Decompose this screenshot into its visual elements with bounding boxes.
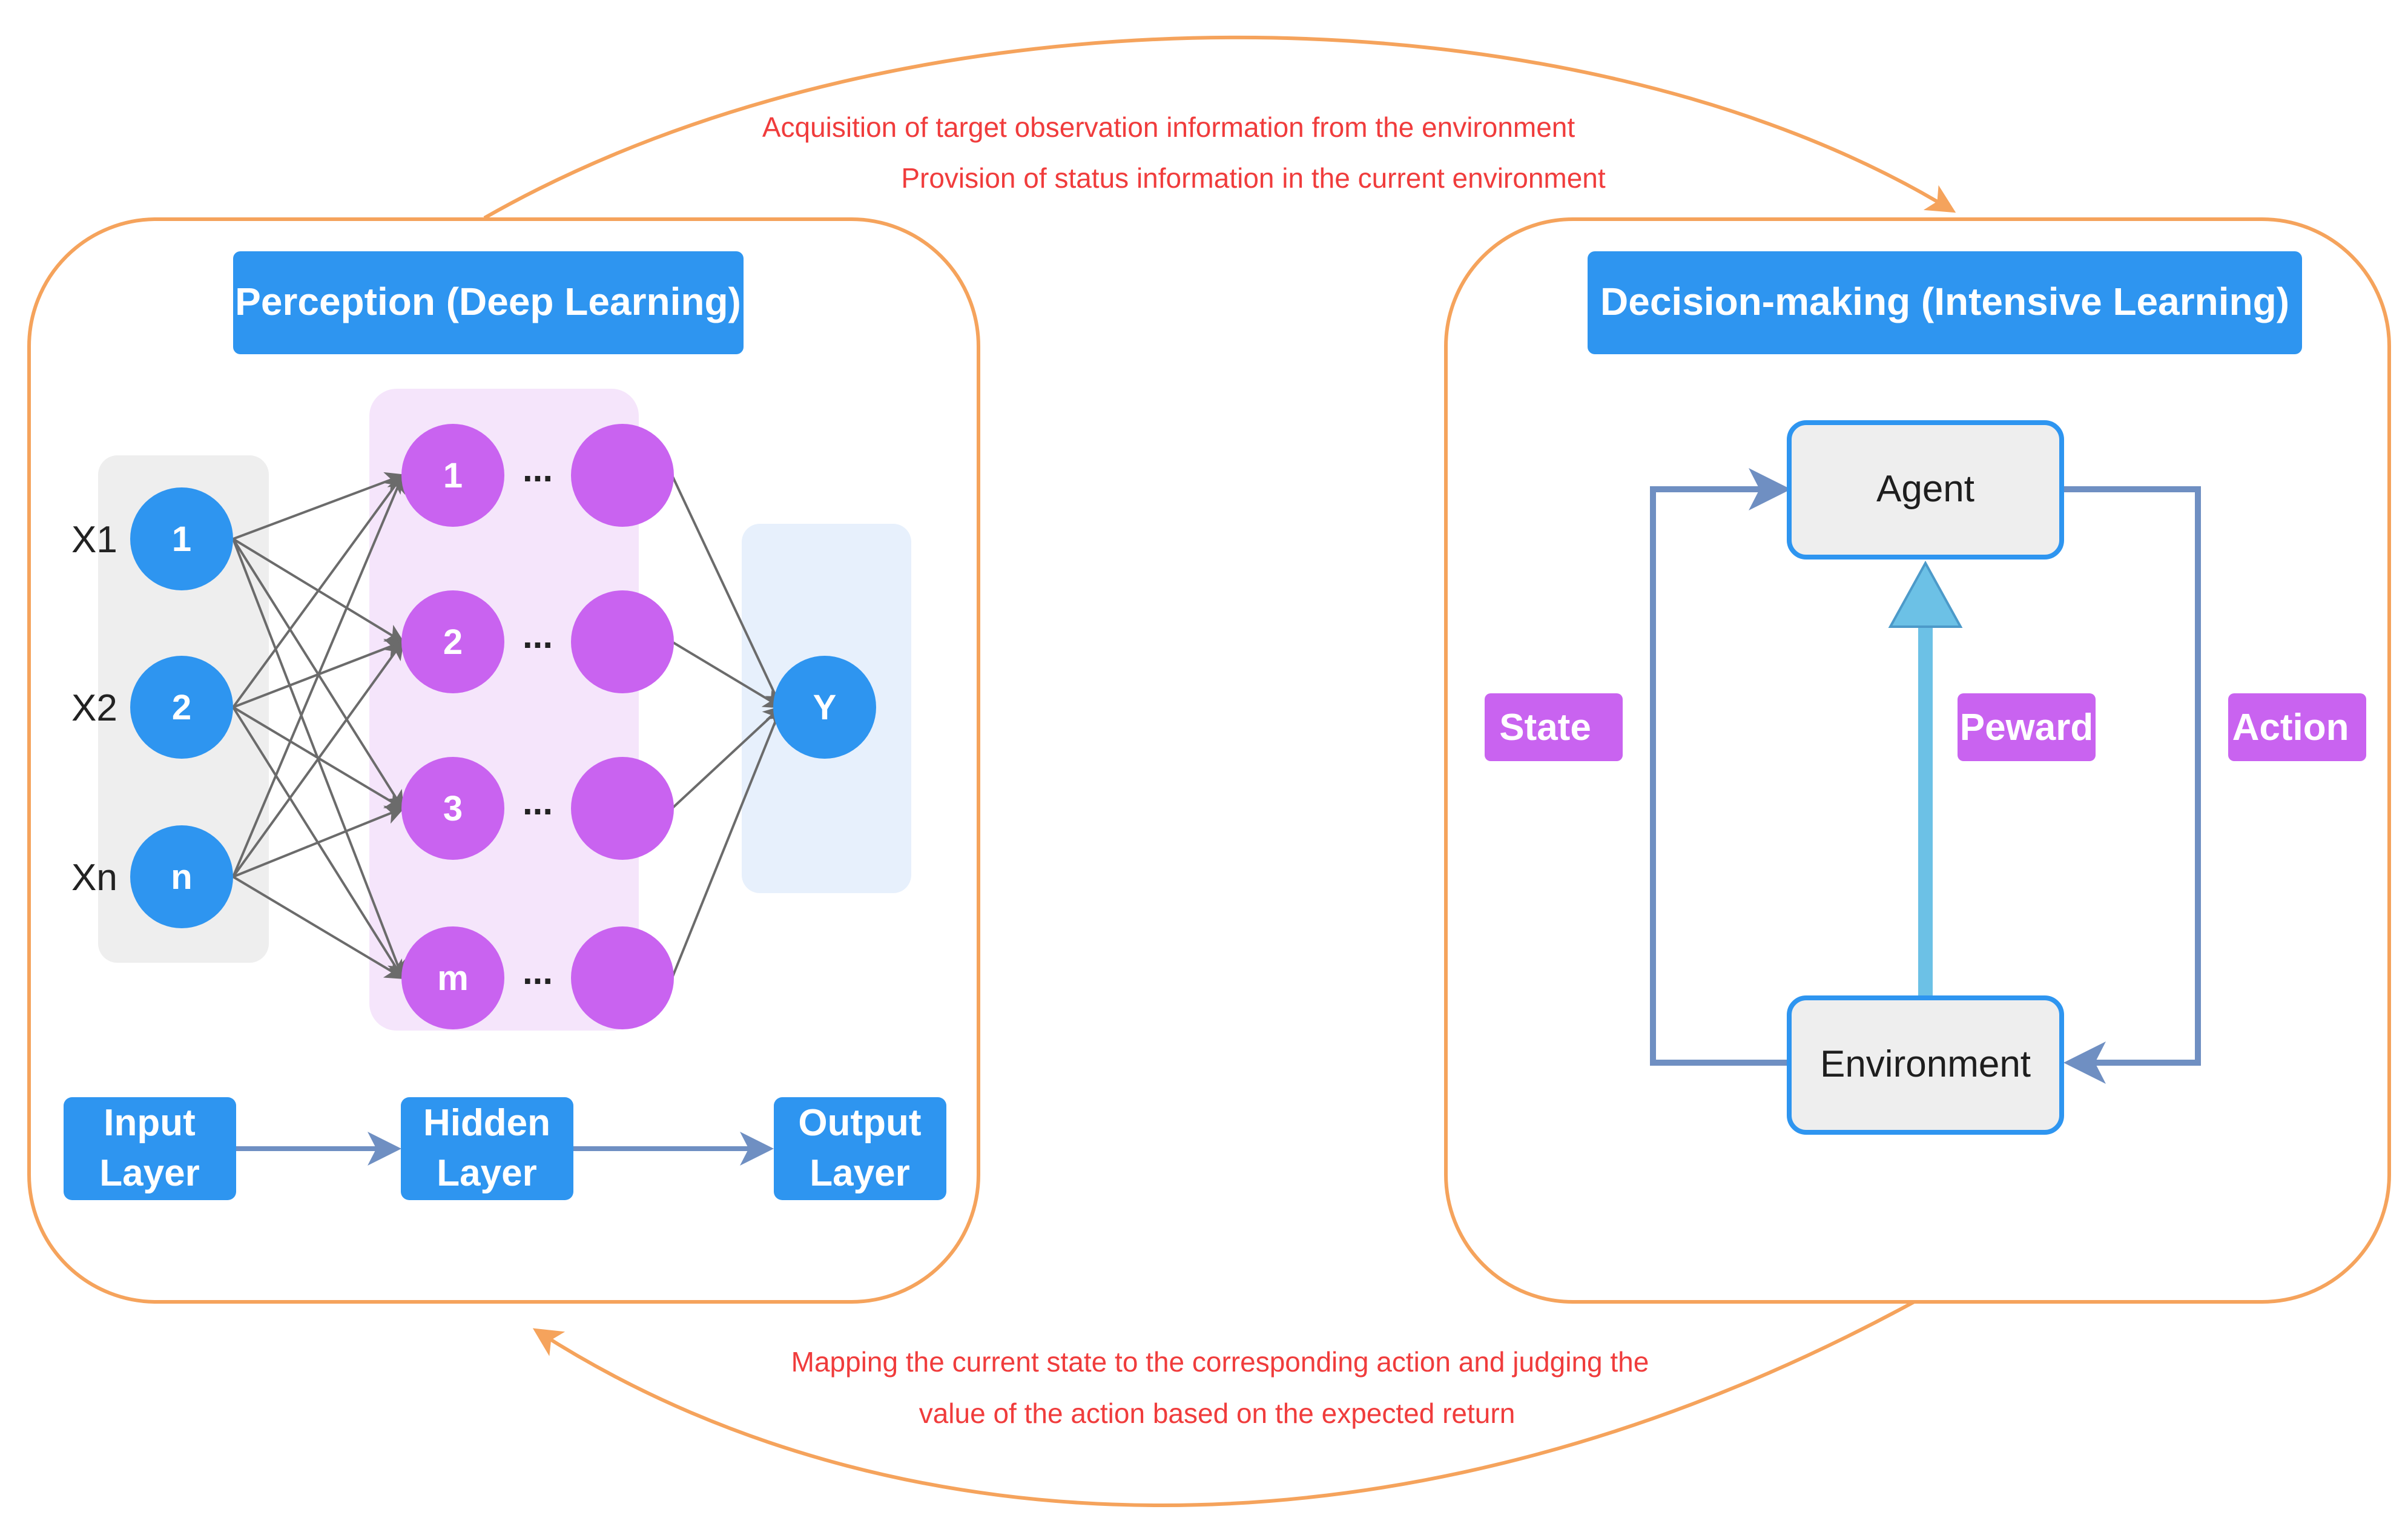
environment-box [1787, 995, 2064, 1135]
agent-label: Agent [1876, 468, 1974, 510]
agent-box [1787, 420, 2064, 559]
hidden-band [369, 389, 639, 1031]
input-node-2-label: 2 [172, 688, 191, 727]
action-tag [2228, 693, 2366, 761]
bottom-caption-line2: value of the action based on the expecte… [919, 1398, 1516, 1429]
action-tag-label: Action [2232, 707, 2349, 748]
reward-arrowhead [1888, 560, 1963, 628]
perception-title-box [233, 251, 744, 354]
decision-title-box [1588, 251, 2302, 354]
environment-label: Environment [1820, 1043, 2031, 1085]
hidden-layer-line2: Layer [437, 1152, 536, 1194]
action-loop-arrow [2062, 486, 2201, 1084]
input-node-n-label: n [171, 857, 192, 897]
output-layer-line1: Output [798, 1102, 921, 1144]
state-tag-label: State [1499, 707, 1591, 748]
hidden-dots-2: ... [523, 615, 553, 656]
input-label-xn: Xn [71, 857, 117, 899]
input-layer-line1: Input [104, 1102, 196, 1144]
output-node [773, 656, 876, 759]
input-layer-box [64, 1097, 236, 1200]
input-hidden-connections [232, 472, 406, 980]
decision-panel: Decision-making (Intensive Learning) Age… [1444, 217, 2391, 1304]
hidden-node-m [401, 926, 504, 1029]
input-node-1 [130, 487, 233, 590]
hidden-dots-3: ... [523, 782, 553, 822]
hidden-node-last-1 [571, 424, 674, 527]
output-layer-box [774, 1097, 946, 1200]
output-layer-line2: Layer [810, 1152, 909, 1194]
hidden-dots-m: ... [523, 951, 553, 992]
input-label-x2: X2 [71, 687, 117, 729]
input-node-1-label: 1 [172, 520, 191, 559]
hidden-layer-box [401, 1097, 573, 1200]
top-caption-line2: Provision of status information in the c… [901, 162, 1606, 194]
hidden-node-last-2 [571, 590, 674, 693]
hidden-node-3-label: 3 [443, 789, 463, 828]
hidden-layer-line1: Hidden [423, 1102, 550, 1144]
hidden-node-m-label: m [437, 959, 469, 998]
decision-title: Decision-making (Intensive Learning) [1600, 280, 2289, 323]
input-layer-line2: Layer [99, 1152, 199, 1194]
hidden-output-connections [671, 475, 784, 979]
perception-title: Perception (Deep Learning) [235, 280, 741, 323]
state-loop-arrow [1650, 468, 1791, 1066]
input-node-n [130, 825, 233, 928]
output-node-label: Y [813, 688, 837, 727]
state-tag [1485, 693, 1623, 761]
input-node-2 [130, 656, 233, 759]
hidden-node-3 [401, 757, 504, 860]
reward-tag [1958, 693, 2096, 761]
bottom-caption-line1: Mapping the current state to the corresp… [791, 1346, 1649, 1378]
bottom-loop-arrow [532, 1299, 1918, 1507]
reward-tag-label: Peward [1960, 707, 2094, 748]
hidden-node-2 [401, 590, 504, 693]
hidden-dots-1: ... [523, 449, 553, 489]
hidden-node-2-label: 2 [443, 622, 463, 662]
input-label-x1: X1 [71, 519, 117, 561]
hidden-node-last-3 [571, 757, 674, 860]
hidden-node-1 [401, 424, 504, 527]
hidden-node-last-m [571, 926, 674, 1029]
top-loop-arrow [483, 35, 1956, 220]
hidden-node-1-label: 1 [443, 456, 463, 495]
perception-panel: Perception (Deep Learning) [27, 217, 980, 1304]
top-caption-line1: Acquisition of target observation inform… [762, 111, 1575, 143]
